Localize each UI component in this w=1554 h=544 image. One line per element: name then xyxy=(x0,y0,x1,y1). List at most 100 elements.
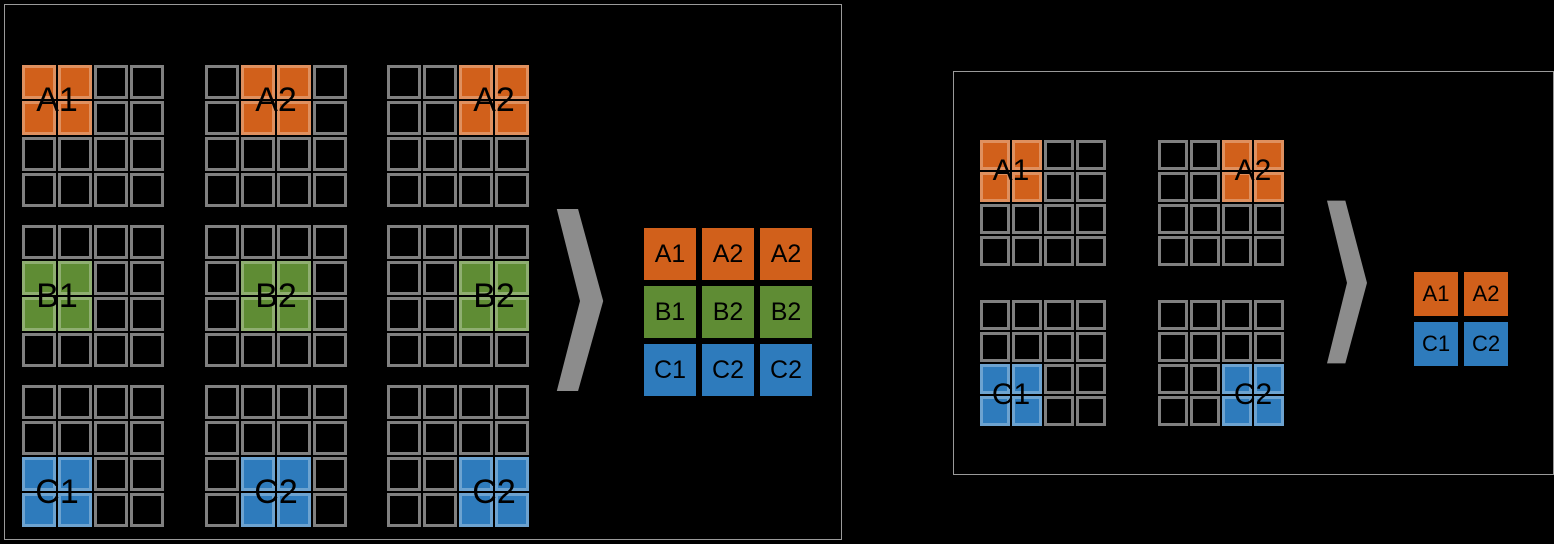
grid-b1-3 xyxy=(22,225,164,367)
grid-cell xyxy=(1190,172,1220,202)
grid-cell xyxy=(94,385,128,419)
grid-cell xyxy=(423,493,457,527)
grid-cell xyxy=(1012,236,1042,266)
grid-cell xyxy=(241,137,275,171)
grid-cell-highlighted xyxy=(459,297,493,331)
grid-c2-8 xyxy=(387,385,529,527)
grid-cell xyxy=(241,225,275,259)
grid-cell-highlighted xyxy=(459,101,493,135)
grid-cell xyxy=(1190,396,1220,426)
grid-cell-highlighted xyxy=(980,172,1010,202)
grid-cell xyxy=(58,421,92,455)
grid-cell xyxy=(387,493,421,527)
chevron-right-icon xyxy=(556,209,604,391)
result-cell-c2: C2 xyxy=(702,344,754,396)
grid-cell-highlighted xyxy=(1254,396,1284,426)
grid-cell-highlighted xyxy=(277,65,311,99)
grid-cell xyxy=(130,457,164,491)
grid-cell-highlighted xyxy=(22,65,56,99)
grid-cell xyxy=(277,385,311,419)
grid-b2-5 xyxy=(387,225,529,367)
grid-cell xyxy=(459,173,493,207)
grid-cell-highlighted xyxy=(58,457,92,491)
grid-cell-highlighted xyxy=(241,297,275,331)
grid-cell xyxy=(423,457,457,491)
grid-cell-highlighted xyxy=(58,101,92,135)
grid-cell xyxy=(1222,236,1252,266)
grid-cell xyxy=(205,173,239,207)
grid-cell-highlighted xyxy=(495,457,529,491)
grid-cell xyxy=(495,173,529,207)
grid-cell xyxy=(1044,236,1074,266)
grid-cell xyxy=(1076,332,1106,362)
result-cell-a2: A2 xyxy=(760,228,812,280)
result-cell-c1: C1 xyxy=(1414,322,1458,366)
grid-cell xyxy=(130,101,164,135)
grid-cell-highlighted xyxy=(241,101,275,135)
grid-cell-highlighted xyxy=(1222,364,1252,394)
result-cell-a1: A1 xyxy=(644,228,696,280)
grid-cell xyxy=(1012,204,1042,234)
grid-cell xyxy=(423,297,457,331)
grid-cell xyxy=(313,101,347,135)
grid-cell-highlighted xyxy=(495,101,529,135)
grid-cell xyxy=(277,137,311,171)
grid-cell-highlighted xyxy=(495,65,529,99)
grid-cell xyxy=(241,421,275,455)
grid-cell-highlighted xyxy=(980,140,1010,170)
grid-cell xyxy=(423,261,457,295)
grid-cell xyxy=(1254,204,1284,234)
grid-cell xyxy=(205,333,239,367)
chevron-right-icon xyxy=(1327,200,1367,364)
grid-cell xyxy=(58,173,92,207)
grid-cell xyxy=(1158,364,1188,394)
grid-cell xyxy=(313,457,347,491)
grid-cell xyxy=(495,333,529,367)
grid-cell xyxy=(495,421,529,455)
grid-cell xyxy=(1254,332,1284,362)
grid-cell-highlighted xyxy=(277,493,311,527)
grid-cell xyxy=(313,225,347,259)
grid-cell xyxy=(94,101,128,135)
grid-cell xyxy=(1222,332,1252,362)
grid-cell-highlighted xyxy=(1254,140,1284,170)
grid-cell xyxy=(495,385,529,419)
grid-cell xyxy=(1222,204,1252,234)
grid-cell xyxy=(1076,364,1106,394)
grid-c1-6 xyxy=(22,385,164,527)
result-cell-a1: A1 xyxy=(1414,272,1458,316)
grid-cell xyxy=(130,333,164,367)
grid-cell xyxy=(1044,396,1074,426)
grid-cell xyxy=(130,385,164,419)
grid-cell xyxy=(387,297,421,331)
grid-cell xyxy=(1190,300,1220,330)
grid-cell xyxy=(1012,300,1042,330)
grid-cell-highlighted xyxy=(459,261,493,295)
grid-cell xyxy=(1158,172,1188,202)
grid-cell xyxy=(205,261,239,295)
grid-cell xyxy=(1044,204,1074,234)
grid-cell xyxy=(94,261,128,295)
grid-cell xyxy=(495,225,529,259)
grid-cell xyxy=(1158,204,1188,234)
grid-cell xyxy=(423,421,457,455)
result-cell-b2: B2 xyxy=(760,286,812,338)
grid-cell xyxy=(205,101,239,135)
grid-cell xyxy=(22,137,56,171)
grid-cell-highlighted xyxy=(58,297,92,331)
grid-cell xyxy=(980,300,1010,330)
grid-cell-highlighted xyxy=(459,457,493,491)
grid-cell xyxy=(313,65,347,99)
grid-cell xyxy=(22,225,56,259)
grid-cell xyxy=(241,333,275,367)
grid-cell xyxy=(459,421,493,455)
grid-cell xyxy=(58,385,92,419)
grid-c2-7 xyxy=(205,385,347,527)
grid-cell xyxy=(387,137,421,171)
grid-cell xyxy=(459,137,493,171)
grid-cell xyxy=(58,137,92,171)
grid-cell xyxy=(1190,140,1220,170)
grid-cell xyxy=(94,457,128,491)
grid-cell xyxy=(387,421,421,455)
result-cell-b2: B2 xyxy=(702,286,754,338)
